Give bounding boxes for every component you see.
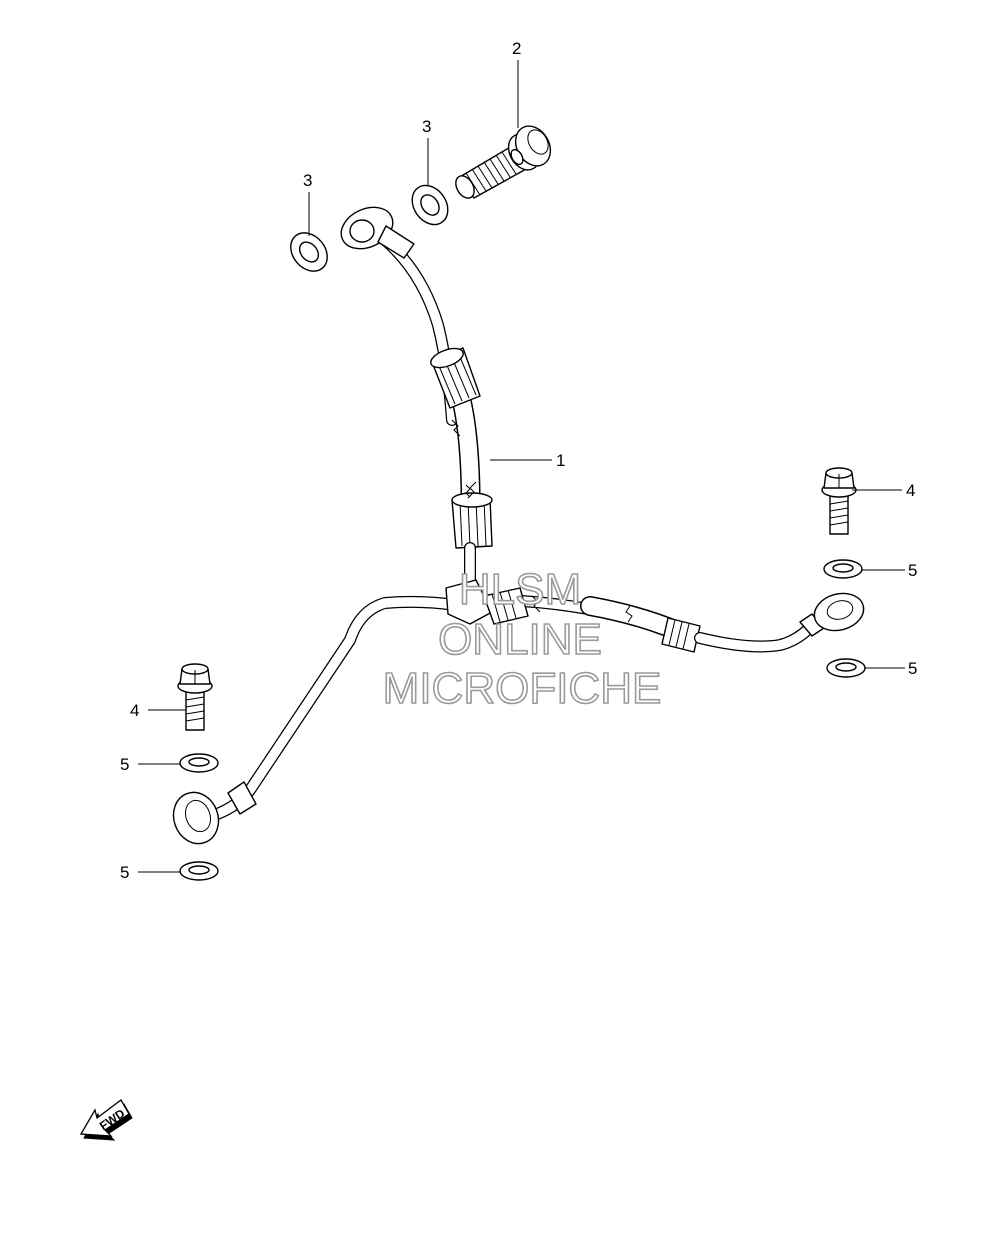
watermark-line-2: ONLINE <box>438 615 602 664</box>
callout-label: 2 <box>512 39 521 58</box>
bolt-right[interactable] <box>821 467 857 535</box>
washer-lower[interactable] <box>283 226 335 279</box>
callout-label: 5 <box>908 561 917 580</box>
callout-label: 5 <box>120 755 129 774</box>
callout-label: 3 <box>422 117 431 136</box>
callouts: 1 2 3 3 4 4 5 5 5 5 <box>120 39 917 882</box>
leader-lines <box>138 60 905 873</box>
bolt-left[interactable] <box>177 663 213 731</box>
watermark-line-1: HLSM <box>459 565 581 614</box>
callout-label: 4 <box>130 701 139 720</box>
washer-upper[interactable] <box>405 179 455 232</box>
washer-left-lower[interactable] <box>179 861 219 881</box>
callout-label: 5 <box>908 659 917 678</box>
banjo-bolt[interactable] <box>452 120 557 202</box>
washer-left-upper[interactable] <box>179 753 219 773</box>
watermark: HLSM ONLINE MICROFICHE <box>382 564 662 714</box>
fwd-direction-marker: FWD <box>79 1099 133 1141</box>
arrow-left-down-icon <box>79 1099 133 1141</box>
washer-right-lower[interactable] <box>826 658 866 678</box>
callout-label: 3 <box>303 171 312 190</box>
watermark-line-3: MICROFICHE <box>383 664 662 713</box>
callout-label: 4 <box>906 481 915 500</box>
brake-hose-assembly[interactable] <box>166 199 867 850</box>
washer-right-upper[interactable] <box>823 559 863 579</box>
callout-label: 1 <box>556 451 565 470</box>
callout-label: 5 <box>120 863 129 882</box>
